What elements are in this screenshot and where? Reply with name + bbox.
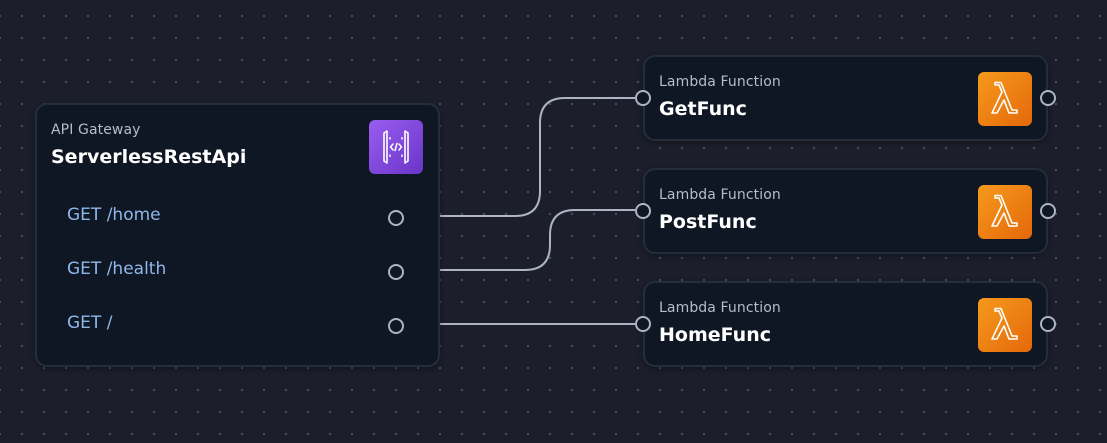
lambda-node-postfunc[interactable]: Lambda Function PostFunc bbox=[635, 168, 1056, 254]
node-title: PostFunc bbox=[659, 211, 757, 233]
route-get-home[interactable]: GET /home bbox=[67, 205, 161, 225]
api-gateway-node[interactable]: API Gateway ServerlessRestApi GET /home … bbox=[35, 103, 440, 367]
lambda-node-getfunc[interactable]: Lambda Function GetFunc bbox=[635, 55, 1056, 141]
lambda-node-homefunc[interactable]: Lambda Function HomeFunc bbox=[635, 281, 1056, 367]
route-get-root[interactable]: GET / bbox=[67, 313, 113, 333]
api-gateway-icon bbox=[369, 120, 423, 174]
node-type-label: Lambda Function bbox=[659, 187, 781, 203]
lambda-icon bbox=[978, 72, 1032, 126]
lambda-getfunc-output-port[interactable] bbox=[1040, 90, 1056, 106]
lambda-icon bbox=[978, 298, 1032, 352]
node-type-label: Lambda Function bbox=[659, 300, 781, 316]
lambda-homefunc-output-port[interactable] bbox=[1040, 316, 1056, 332]
route-get-health-port[interactable] bbox=[388, 264, 404, 280]
node-title: GetFunc bbox=[659, 98, 747, 120]
node-type-label: API Gateway bbox=[51, 122, 141, 138]
route-get-health[interactable]: GET /health bbox=[67, 259, 167, 279]
node-title: HomeFunc bbox=[659, 324, 771, 346]
lambda-postfunc-output-port[interactable] bbox=[1040, 203, 1056, 219]
lambda-getfunc-input-port[interactable] bbox=[635, 90, 651, 106]
route-get-root-port[interactable] bbox=[388, 318, 404, 334]
node-type-label: Lambda Function bbox=[659, 74, 781, 90]
node-title: ServerlessRestApi bbox=[51, 146, 247, 168]
lambda-icon bbox=[978, 185, 1032, 239]
route-get-home-port[interactable] bbox=[388, 210, 404, 226]
lambda-homefunc-input-port[interactable] bbox=[635, 316, 651, 332]
lambda-postfunc-input-port[interactable] bbox=[635, 203, 651, 219]
